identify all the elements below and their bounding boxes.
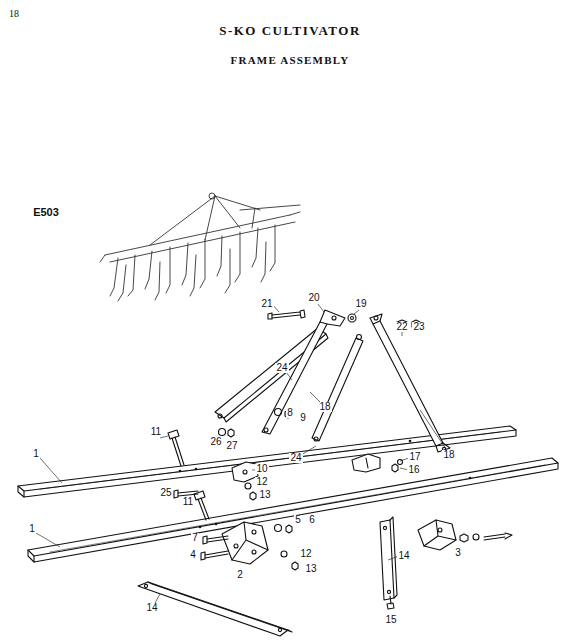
callout-number: 11	[150, 427, 162, 437]
callout-number: 11	[182, 497, 194, 507]
callout-number: 14	[397, 551, 410, 561]
callout-number: 26	[209, 437, 222, 447]
callout-number: 18	[442, 450, 455, 460]
callout-number: 21	[260, 299, 273, 309]
callout-number: 2	[236, 570, 244, 580]
callout-number: 4	[189, 550, 197, 560]
callout-number: 18	[318, 402, 331, 412]
callout-number: 25	[159, 488, 172, 498]
callout-number: 5	[294, 515, 302, 525]
callout-number: 23	[412, 322, 425, 332]
callout-number: 22	[395, 322, 408, 332]
callout-number: 14	[145, 603, 158, 613]
callout-number: 27	[225, 441, 238, 451]
figure-code: E503	[32, 207, 60, 218]
callout-number: 24	[289, 453, 302, 463]
callout-number: 9	[299, 413, 307, 423]
callout-number: 1	[28, 524, 36, 534]
page-title: S-KO CULTIVATOR	[218, 24, 362, 37]
callout-number: 15	[384, 615, 397, 625]
callout-number: 12	[299, 549, 312, 559]
callout-number: 13	[304, 564, 317, 574]
callout-number: 17	[408, 452, 421, 462]
callout-number: 6	[308, 515, 316, 525]
page-number: 18	[8, 9, 20, 19]
callout-number: 20	[307, 293, 320, 303]
callout-number: 10	[255, 464, 268, 474]
callout-number: 3	[454, 548, 462, 558]
callout-number: 24	[275, 363, 288, 373]
callout-number: 12	[255, 477, 268, 487]
callout-number: 7	[191, 533, 199, 543]
callout-number: 13	[258, 490, 271, 500]
callout-number: 19	[354, 299, 367, 309]
callout-number: 16	[407, 465, 420, 475]
section-heading: FRAME ASSEMBLY	[230, 55, 351, 66]
callout-number: 1	[32, 449, 40, 459]
callout-number: 8	[286, 408, 294, 418]
